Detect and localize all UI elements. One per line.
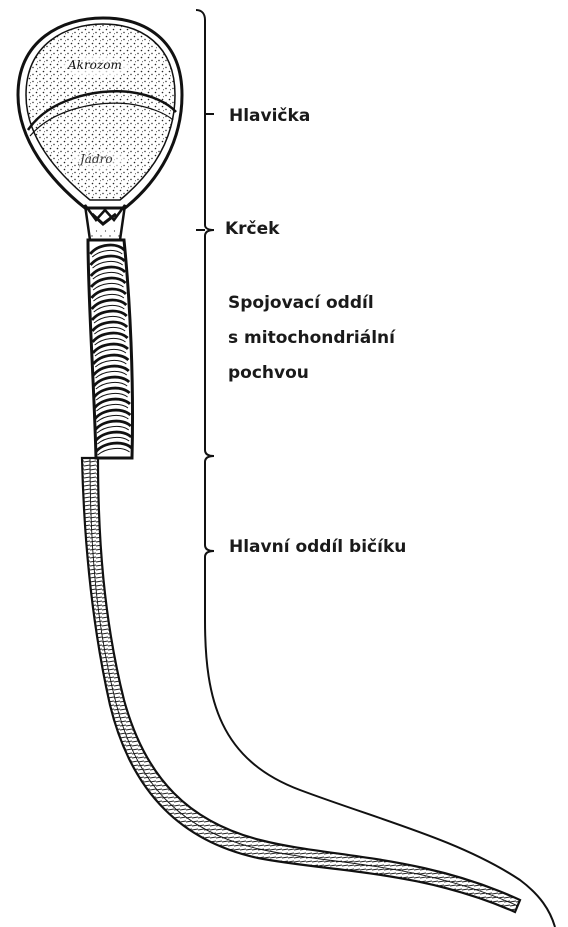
tail-label: Hlavní oddíl bičíku: [229, 534, 406, 560]
sperm-head: [18, 18, 182, 208]
midpiece-label-line1: Spojovací oddíl: [228, 290, 374, 316]
label-bracket-line: [196, 10, 555, 927]
midpiece-label-line3: pochvou: [228, 360, 309, 386]
nucleus-label: Jádro: [80, 152, 113, 166]
sperm-neck: [85, 205, 125, 240]
sperm-midpiece: [88, 240, 133, 458]
neck-label: Krček: [225, 216, 279, 242]
head-label: Hlavička: [229, 103, 310, 129]
midpiece-label-line2: s mitochondriální: [228, 325, 395, 351]
sperm-tail: [82, 458, 520, 912]
acrosome-label: Akrozom: [68, 58, 122, 72]
